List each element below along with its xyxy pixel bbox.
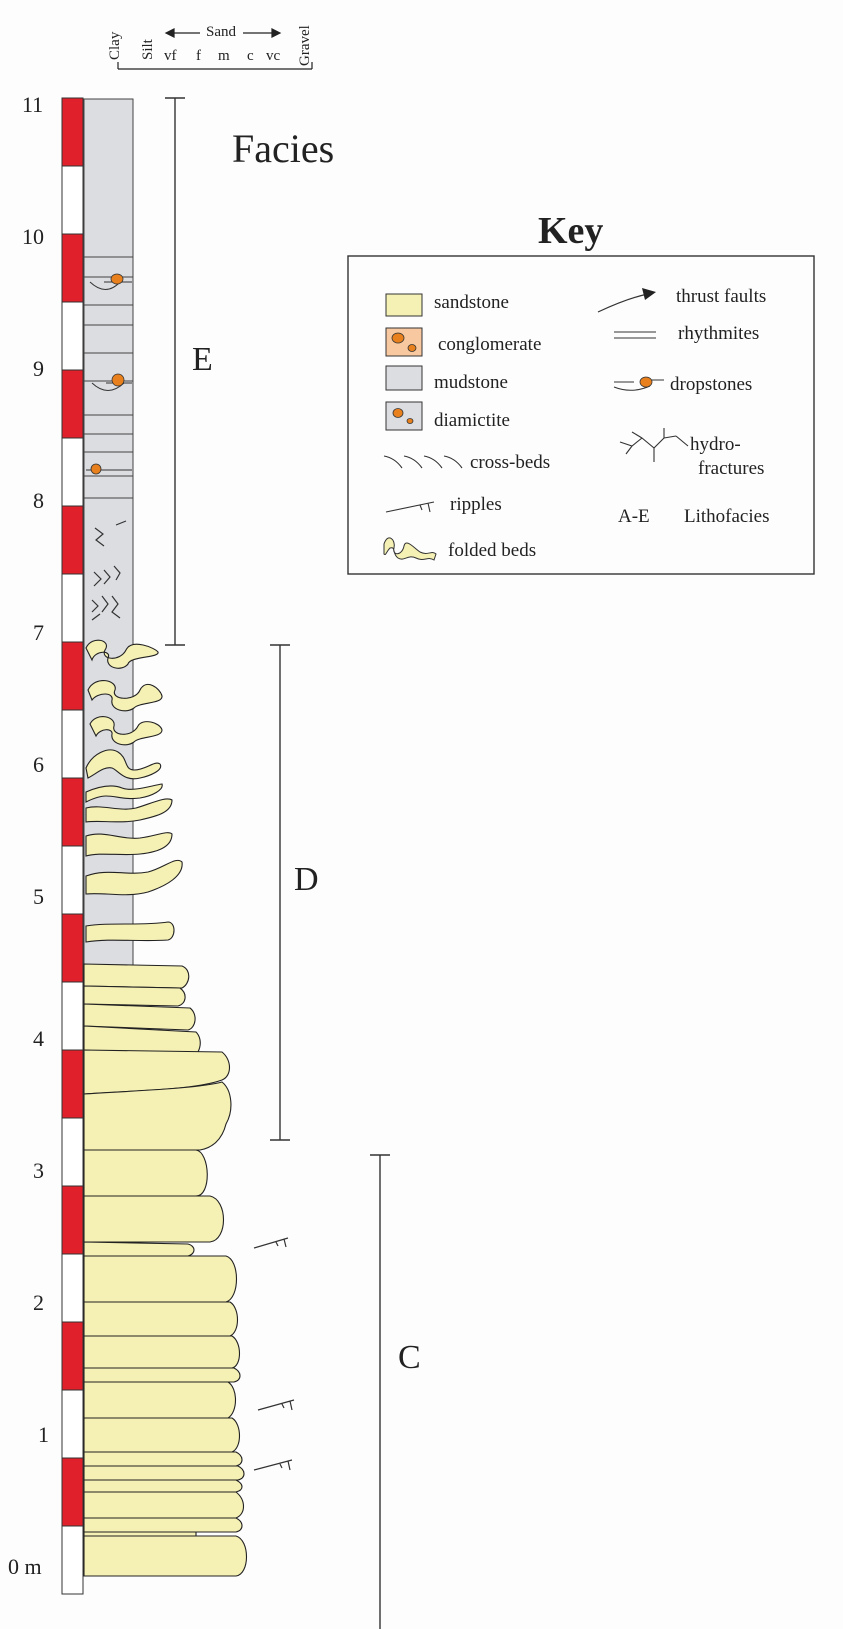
sandstone-bed [84,1256,237,1302]
depth-label-11: 11 [22,92,43,117]
depth-scale-segment [62,914,83,982]
key-title: Key [538,210,603,252]
sandstone-bed [84,964,189,988]
key-label-sandstone: sandstone [434,292,509,313]
key-label-hydrofractures: hydro- [690,434,741,455]
depth-scale-segment [62,438,83,506]
depth-label-9: 9 [33,356,44,381]
sandstone-bed [84,1196,224,1242]
depth-scale-segment [62,302,83,370]
sandstone-bed [84,1480,242,1492]
grain-label-vc: vc [266,48,281,64]
depth-scale-segment [62,98,83,166]
depth-label-0: 0 m [8,1554,42,1579]
depth-label-5: 5 [33,884,44,909]
depth-scale-segment [62,710,83,778]
key-label-conglomerate: conglomerate [438,334,541,355]
sandstone-bed [84,1242,194,1256]
depth-label-6: 6 [33,752,44,777]
facies-label-e: E [192,341,213,378]
mudstone-swatch [386,366,422,390]
sandstone-bed [84,1536,247,1576]
depth-scale-segment [62,982,83,1050]
facies-bar-c [370,1155,390,1629]
sandstone-bed [84,1492,244,1518]
depth-scale-segment [62,642,83,710]
depth-label-10: 10 [22,224,44,249]
sandstone-bed [84,1532,196,1536]
sandstone-bed [84,1302,238,1336]
key-label-rhythmites: rhythmites [678,323,759,344]
depth-scale-segment [62,846,83,914]
depth-scale-segment [62,574,83,642]
facies-label-d: D [294,861,319,898]
depth-label-3: 3 [33,1158,44,1183]
depth-label-8: 8 [33,488,44,513]
grain-label-vf: vf [164,48,177,64]
grain-label-clay: Clay [107,31,123,60]
key-label-cross-beds: cross-beds [470,452,550,473]
sandstone-bed [84,986,185,1006]
sandstone-bed [84,1466,244,1480]
sandstone-beds [84,964,247,1576]
depth-scale-segment [62,1254,83,1322]
depth-scale-segment [62,370,83,438]
page-title: Facies [232,126,334,171]
sandstone-swatch [386,294,422,316]
depth-labels: 0 m 1 2 3 4 5 6 7 8 9 10 11 [8,92,49,1579]
key-label-mudstone: mudstone [434,372,508,393]
key-label-hydrofractures-2: fractures [698,458,764,479]
sandstone-bed [84,1452,242,1466]
grain-label-silt: Silt [140,38,156,60]
depth-label-7: 7 [33,620,44,645]
grain-size-header: Clay Silt vf f m c vc Gravel Sand [107,24,313,69]
depth-scale-segment [62,506,83,574]
grain-size-scale-bar [118,62,312,69]
facies-label-c: C [398,1339,421,1376]
key-label-lithofacies-code: A-E [618,506,650,527]
key-label-lithofacies: Lithofacies [684,506,769,527]
depth-scale-segment [62,166,83,234]
conglomerate-swatch [386,328,422,356]
sandstone-bed [84,1336,240,1368]
key-label-folded-beds: folded beds [448,540,536,561]
grain-label-c: c [247,48,254,64]
key-label-diamictite: diamictite [434,410,510,431]
key-box: sandstone conglomerate mudstone diamicti… [348,256,814,574]
sandstone-bed [84,1004,195,1030]
grain-label-f: f [196,48,201,64]
sandstone-bed [84,1150,207,1196]
key-label-dropstones: dropstones [670,374,752,395]
sand-range-label: Sand [206,24,237,40]
depth-label-2: 2 [33,1290,44,1315]
facies-bar-d [270,645,290,1140]
depth-scale-segment [62,1322,83,1390]
depth-scale-segment [62,1050,83,1118]
diamictite-swatch [386,402,422,430]
key-label-ripples: ripples [450,494,502,515]
depth-scale-segment [62,1118,83,1186]
depth-label-4: 4 [33,1026,44,1051]
depth-scale-segment [62,1390,83,1458]
grain-label-gravel: Gravel [297,25,313,66]
depth-scale [62,98,83,1594]
depth-scale-segment [62,234,83,302]
facies-bar-e [165,98,185,645]
sandstone-bed [84,1082,231,1150]
key-label-thrust-faults: thrust faults [676,286,766,307]
sandstone-bed [84,1382,236,1418]
ripple-symbols [254,1238,294,1470]
sandstone-bed [84,1518,242,1532]
grain-label-m: m [218,48,230,64]
sandstone-bed [84,1368,240,1382]
depth-label-1: 1 [38,1422,49,1447]
depth-scale-segment [62,1458,83,1526]
depth-scale-segment [62,778,83,846]
sandstone-bed [84,1418,240,1452]
depth-scale-segment [62,1186,83,1254]
depth-scale-segment [62,1526,83,1594]
